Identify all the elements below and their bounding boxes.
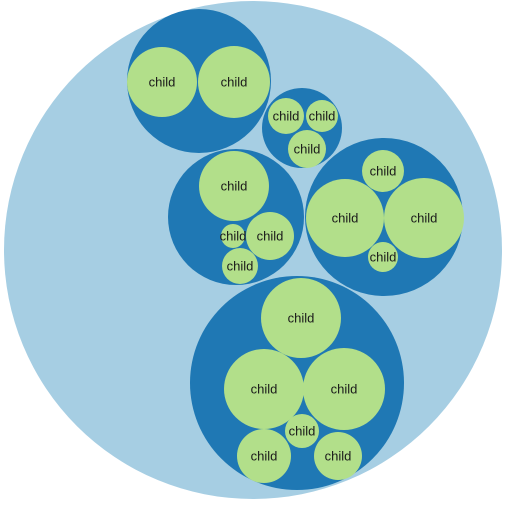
- leaf-label: child: [251, 449, 278, 464]
- leaf-circle: [222, 248, 258, 284]
- leaf-circle: [368, 242, 398, 272]
- leaf-label: child: [221, 179, 248, 194]
- leaf-label: child: [294, 142, 321, 157]
- leaf-circle: [127, 47, 197, 117]
- leaf-circle: [221, 224, 245, 248]
- leaf-circle: [384, 178, 464, 258]
- leaf-circle: [224, 349, 304, 429]
- leaf-circle: [288, 130, 326, 168]
- leaf-circle: [314, 432, 362, 480]
- leaf-circle: [199, 151, 269, 221]
- leaf-circle: [261, 278, 341, 358]
- leaf-label: child: [289, 424, 316, 439]
- leaf-label: child: [331, 382, 358, 397]
- leaf-label: child: [411, 211, 438, 226]
- leaf-circle: [306, 100, 338, 132]
- leaf-label: child: [257, 229, 284, 244]
- leaf-circle: [303, 348, 385, 430]
- leaf-circle: [246, 212, 294, 260]
- leaf-circle: [237, 429, 291, 483]
- leaf-label: child: [332, 211, 359, 226]
- leaf-circle: [268, 98, 304, 134]
- leaf-label: child: [325, 449, 352, 464]
- leaf-label: child: [370, 250, 397, 265]
- leaf-label: child: [370, 164, 397, 179]
- leaf-circle: [306, 179, 384, 257]
- leaf-label: child: [149, 75, 176, 90]
- leaf-label: child: [227, 259, 254, 274]
- leaf-label: child: [309, 109, 336, 124]
- leaf-label: child: [251, 382, 278, 397]
- leaf-label: child: [221, 75, 248, 90]
- leaf-circle: [362, 150, 404, 192]
- leaf-circle: [285, 414, 319, 448]
- leaf-label: child: [288, 311, 315, 326]
- leaf-label: child: [220, 229, 247, 244]
- leaf-label: child: [273, 109, 300, 124]
- leaf-circle: [198, 46, 270, 118]
